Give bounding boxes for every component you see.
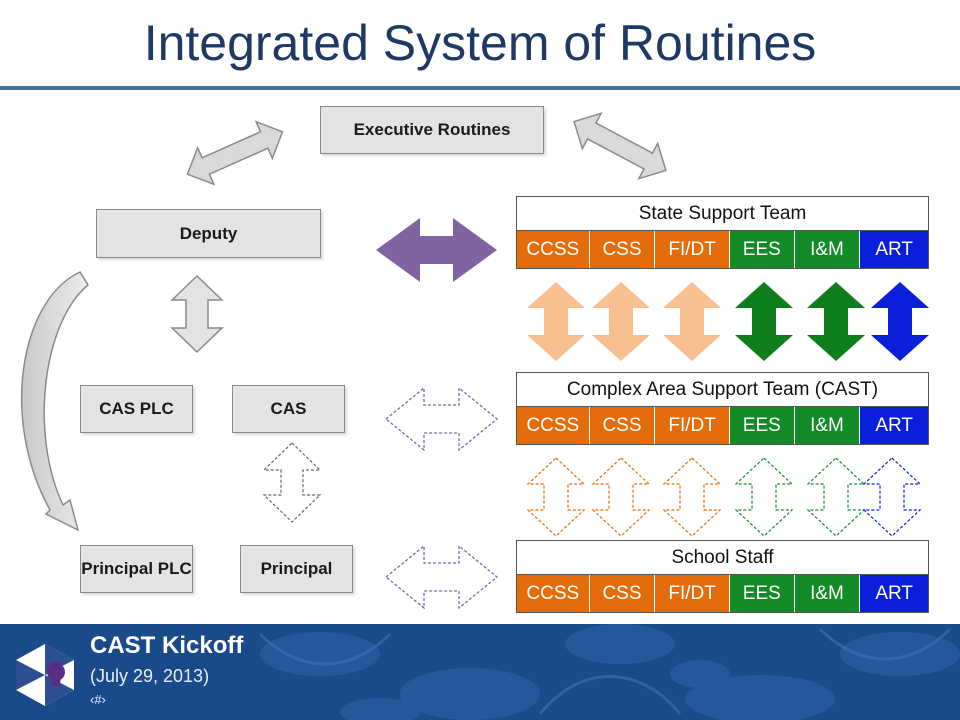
team-cell-im: I&M [794, 575, 861, 612]
arrow-layer [20, 112, 929, 610]
blue-vertical-arrow-icon [871, 282, 929, 361]
team-cell-im: I&M [794, 231, 861, 268]
dashed-orange-arrow-icon [526, 457, 586, 537]
team-strip: CCSS CSS FI/DT EES I&M ART [516, 231, 929, 269]
team-cell-css: CSS [589, 575, 656, 612]
team-cell-ees: EES [729, 231, 795, 268]
executive-routines-box: Executive Routines [320, 106, 544, 154]
dashed-vertical-arrows [526, 457, 922, 537]
peach-vertical-arrow-icon [663, 282, 721, 361]
dashed-green-arrow-icon [806, 457, 866, 537]
team-cell-fidt: FI/DT [655, 575, 730, 612]
team-cell-ccss: CCSS [517, 575, 590, 612]
team-cell-art: ART [860, 575, 929, 612]
principal-plc-box: Principal PLC [80, 545, 193, 593]
dashed-purple-arrow-icon [384, 544, 499, 610]
team-cell-im: I&M [794, 407, 861, 444]
purple-double-arrow-icon [376, 218, 497, 282]
slide-number: ‹#› [90, 692, 106, 707]
team-cell-ees: EES [729, 575, 795, 612]
diagonal-double-arrow-right-icon [573, 112, 667, 180]
peach-vertical-arrow-icon [592, 282, 650, 361]
peach-vertical-arrow-icon [527, 282, 585, 361]
team-cell-css: CSS [589, 407, 656, 444]
complex-area-support-team: Complex Area Support Team (CAST) CCSS CS… [516, 372, 929, 445]
green-vertical-arrow-icon [735, 282, 793, 361]
deputy-box: Deputy [96, 209, 321, 258]
team-cell-ees: EES [729, 407, 795, 444]
team-cell-fidt: FI/DT [655, 407, 730, 444]
principal-box: Principal [240, 545, 353, 593]
title-divider [0, 86, 960, 90]
cas-plc-box: CAS PLC [80, 385, 193, 433]
school-staff-team: School Staff CCSS CSS FI/DT EES I&M ART [516, 540, 929, 613]
dashed-vertical-arrow-icon [262, 442, 322, 523]
hawaii-doe-logo-icon [16, 644, 74, 706]
diagonal-double-arrow-left-icon [186, 120, 284, 186]
footer-banner: CAST Kickoff (July 29, 2013) ‹#› [0, 624, 960, 720]
dashed-blue-arrow-icon [862, 457, 922, 537]
dashed-purple-arrow-icon [384, 386, 499, 452]
team-cell-ccss: CCSS [517, 407, 590, 444]
team-cell-ccss: CCSS [517, 231, 590, 268]
dashed-orange-arrow-icon [591, 457, 651, 537]
team-strip: CCSS CSS FI/DT EES I&M ART [516, 575, 929, 613]
cas-box: CAS [232, 385, 345, 433]
team-title: Complex Area Support Team (CAST) [516, 372, 929, 407]
dashed-green-arrow-icon [734, 457, 794, 537]
slide-title: Integrated System of Routines [143, 15, 817, 71]
green-vertical-arrow-icon [807, 282, 865, 361]
footer-date: (July 29, 2013) [90, 666, 210, 686]
team-cell-css: CSS [589, 231, 656, 268]
vertical-double-arrow-icon [170, 274, 224, 354]
footer-title: CAST Kickoff [90, 632, 244, 659]
state-support-team: State Support Team CCSS CSS FI/DT EES I&… [516, 196, 929, 269]
curved-arrow-icon [20, 271, 89, 532]
team-strip: CCSS CSS FI/DT EES I&M ART [516, 407, 929, 445]
team-title: State Support Team [516, 196, 929, 231]
floral-pattern-icon [258, 624, 960, 720]
team-cell-art: ART [860, 407, 929, 444]
dashed-orange-arrow-icon [662, 457, 722, 537]
solid-vertical-arrows [527, 282, 929, 361]
team-title: School Staff [516, 540, 929, 575]
team-cell-art: ART [860, 231, 929, 268]
team-cell-fidt: FI/DT [655, 231, 730, 268]
